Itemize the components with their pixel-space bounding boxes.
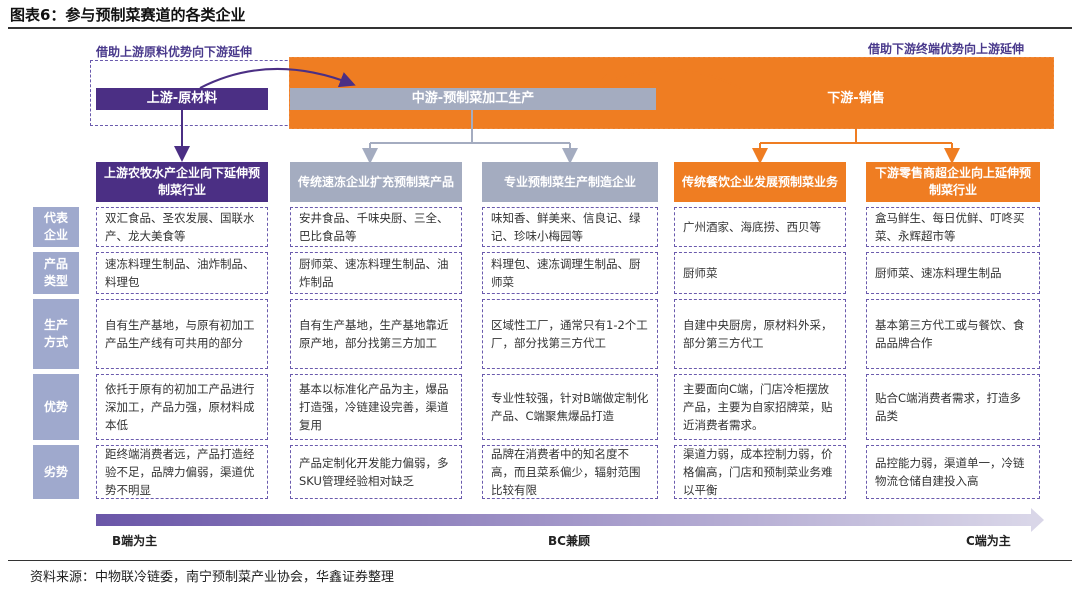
figure-title: 图表6：参与预制菜赛道的各类企业 [10,6,246,24]
stage-downstream: 下游-销售 [672,88,1040,110]
downstream-extension-note: 借助下游终端优势向上游延伸 [868,42,1025,56]
cell-weakness-frozen: 产品定制化开发能力偏弱，多SKU管理经验相对缺乏 [290,445,462,499]
cell-weakness-restaurant: 渠道力弱，成本控制力弱，价格偏高，门店和预制菜业务难以平衡 [674,445,846,499]
source-note: 资料来源：中物联冷链委，南宁预制菜产业协会，华鑫证券整理 [30,570,395,585]
axis-label-c: C端为主 [966,534,1011,548]
upstream-extension-note: 借助上游原料优势向下游延伸 [96,45,253,59]
cell-production-frozen: 自有生产基地，生产基地靠近原产地，部分找第三方加工 [290,299,462,369]
cell-weakness-retail: 品控能力弱，渠道单一，冷链物流仓储自建投入高 [866,445,1040,499]
stage-upstream: 上游-原材料 [96,88,268,110]
row-label-production: 生产方式 [33,299,79,369]
axis-label-b: B端为主 [112,534,158,548]
category-frozen-food: 传统速冻企业扩充预制菜产品 [290,162,462,202]
cell-product-upstream: 速冻料理生制品、油炸制品、料理包 [96,252,268,294]
row-label-advantage: 优势 [33,374,79,440]
cell-companies-retail: 盒马鲜生、每日优鲜、叮咚买菜、永辉超市等 [866,207,1040,247]
category-retail: 下游零售商超企业向上延伸预制菜行业 [866,162,1040,202]
stage-midstream: 中游-预制菜加工生产 [290,88,656,110]
branch-arrow-midstream [369,110,571,158]
b-to-c-gradient-bar [96,514,1031,526]
curve-arrow-downstream [596,69,741,89]
cell-product-frozen: 厨师菜、速冻料理生制品、油炸制品 [290,252,462,294]
cell-advantage-upstream: 依托于原有的初加工产品进行深加工，产品力强，原材料成本低 [96,374,268,440]
cell-companies-restaurant: 广州酒家、海底捞、西贝等 [674,207,846,247]
row-label-companies: 代表企业 [33,207,79,247]
cell-production-specialist: 区域性工厂，通常只有1-2个工厂，部分找第三方代工 [482,299,658,369]
bottom-rule [8,560,1072,561]
cell-companies-specialist: 味知香、鲜美来、信良记、绿记、珍味小梅园等 [482,207,658,247]
cell-production-restaurant: 自建中央厨房，原材料外采，部分第三方代工 [674,299,846,369]
row-label-weakness: 劣势 [33,445,79,499]
cell-advantage-retail: 贴合C端消费者需求，打造多品类 [866,374,1040,440]
cell-product-retail: 厨师菜、速冻料理生制品 [866,252,1040,294]
cell-production-upstream: 自有生产基地，与原有初加工产品生产线有可共用的部分 [96,299,268,369]
axis-label-bc: BC兼顾 [548,534,590,548]
cell-weakness-specialist: 品牌在消费者中的知名度不高，而且菜系偏少，辐射范围比较有限 [482,445,658,499]
top-rule [8,27,1072,29]
cell-advantage-restaurant: 主要面向C端，门店冷柜摆放产品，主要为自家招牌菜，贴近消费者需求。 [674,374,846,440]
branch-arrow-downstream [759,110,953,158]
category-upstream-agri: 上游农牧水产企业向下延伸预制菜行业 [96,162,268,202]
row-label-product-type: 产品类型 [33,252,79,294]
category-specialist-maker: 专业预制菜生产制造企业 [482,162,658,202]
cell-companies-upstream: 双汇食品、圣农发展、国联水产、龙大美食等 [96,207,268,247]
cell-companies-frozen: 安井食品、千味央厨、三全、巴比食品等 [290,207,462,247]
curve-arrow-upstream [199,67,356,89]
cell-weakness-upstream: 距终端消费者远，产品打造经验不足，品牌力偏弱，渠道优势不明显 [96,445,268,499]
cell-advantage-specialist: 专业性较强，针对B端做定制化产品、C端聚焦爆品打造 [482,374,658,440]
cell-production-retail: 基本第三方代工或与餐饮、食品品牌合作 [866,299,1040,369]
cell-advantage-frozen: 基本以标准化产品为主，爆品打造强，冷链建设完善，渠道复用 [290,374,462,440]
category-restaurant: 传统餐饮企业发展预制菜业务 [674,162,846,202]
cell-product-restaurant: 厨师菜 [674,252,846,294]
cell-product-specialist: 料理包、速冻调理生制品、厨师菜 [482,252,658,294]
